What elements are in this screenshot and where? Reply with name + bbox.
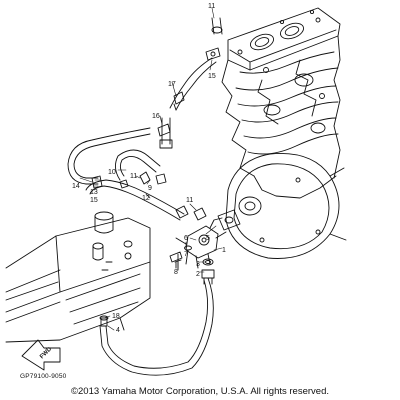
callout-label: 6 [184,235,188,242]
callout-label: 18 [112,313,120,320]
callout-labels: 11 15 17 16 14 10 9 11 13 15 12 11 6 5 1… [39,3,226,360]
bracket-17 [173,91,185,111]
callout-label: 11 [130,173,137,180]
top-clips [205,17,223,61]
cylinder-head [227,7,341,71]
magneto-cover [225,153,347,259]
callout-label: 5 [206,235,210,242]
callout-label: 1 [222,247,226,254]
callout-label: 11 [186,197,193,204]
callout-label: 3 [196,261,200,268]
callout-label: 8 [174,269,178,276]
callout-label: 11 [208,3,215,10]
fuel-hoses [67,57,217,221]
engine-body [221,35,341,199]
hose-joint [99,315,109,327]
callout-label: 15 [208,73,216,80]
drawing-number: GP79100-9050 [20,373,67,380]
fuel-tank [5,211,151,343]
fuel-cock [175,217,227,269]
callout-label: 14 [72,183,80,190]
leader-lines [79,7,223,331]
breather-hose [99,277,214,376]
screw [174,245,192,271]
hose-clips [91,123,207,221]
bolt [169,251,183,269]
callout-label: 16 [152,113,160,120]
callout-label: 4 [116,327,120,334]
callout-label: 9 [148,185,152,192]
callout-label: 13 [90,189,98,196]
callout-label: 10 [108,169,116,176]
fittings-2-3 [201,258,215,285]
callout-label: 15 [90,197,98,204]
callout-label: 2 [196,271,200,278]
callout-label: 17 [168,81,176,88]
callout-label: 12 [142,195,150,202]
gasket [217,209,241,231]
fwd-arrow-icon [21,339,61,371]
callout-label: 7 [184,251,188,258]
copyright-notice: ©2013 Yamaha Motor Corporation, U.S.A. A… [71,386,329,397]
